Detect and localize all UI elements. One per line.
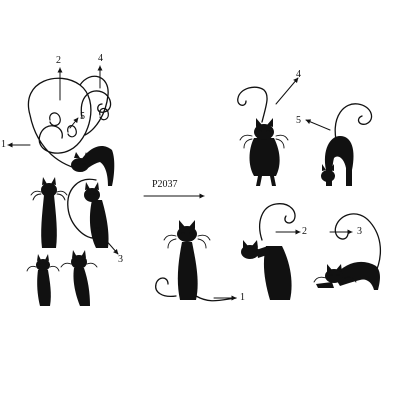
part-label-3: 3 <box>357 226 362 237</box>
overview-cat-small-1 <box>36 254 51 306</box>
part-2-cat <box>241 240 292 300</box>
overview-cat-stretch <box>71 145 115 186</box>
part-2-group <box>241 203 301 300</box>
part-4-arrow <box>275 77 299 105</box>
part-4-tail <box>237 86 268 123</box>
overview-arrow-5 <box>69 117 79 129</box>
part-4-group <box>237 77 299 186</box>
swirl-small-3 <box>99 107 109 121</box>
part-3-whiskers <box>313 276 357 283</box>
curl-frame <box>27 75 109 169</box>
overview-cat-small-whiskers <box>26 262 98 272</box>
part-4-whiskers <box>239 134 289 149</box>
part-label-1: 1 <box>240 292 245 303</box>
overview-cat-curled <box>84 182 109 248</box>
part-1-whiskers <box>163 234 211 249</box>
part-4-cat <box>249 118 280 186</box>
swirl-small-1 <box>49 112 61 127</box>
part-label-5: 5 <box>296 115 301 126</box>
part-5-tail <box>334 103 373 141</box>
part-1-group <box>155 220 237 302</box>
part-2-tail <box>259 203 296 241</box>
swirl-top-right <box>80 90 112 119</box>
overview-curl-tail <box>67 178 102 239</box>
product-code: P2037 <box>152 179 178 190</box>
part-3-cat <box>316 261 380 290</box>
overview-label-5: 5 <box>80 111 85 122</box>
swirl-small-2 <box>67 125 77 138</box>
part-5-group <box>305 103 373 186</box>
overview-cat-small-2 <box>71 250 90 306</box>
part-label-2: 2 <box>302 226 307 237</box>
part-3-group <box>313 213 381 290</box>
overview-label-4: 4 <box>98 53 103 64</box>
part-1-cat <box>177 220 198 300</box>
part-5-cat <box>321 136 354 186</box>
overview-group <box>7 65 119 306</box>
overview-label-3: 3 <box>118 254 123 265</box>
part-3-tail <box>334 213 381 277</box>
part-5-arrow <box>305 119 331 131</box>
overview-cat-sitting-1 <box>41 177 57 248</box>
overview-label-2: 2 <box>56 55 61 66</box>
overview-arrow-3 <box>103 237 119 255</box>
overview-label-1: 1 <box>1 139 6 150</box>
overview-cat-sitting-1-whiskers <box>30 190 68 201</box>
part-label-4: 4 <box>296 69 301 80</box>
